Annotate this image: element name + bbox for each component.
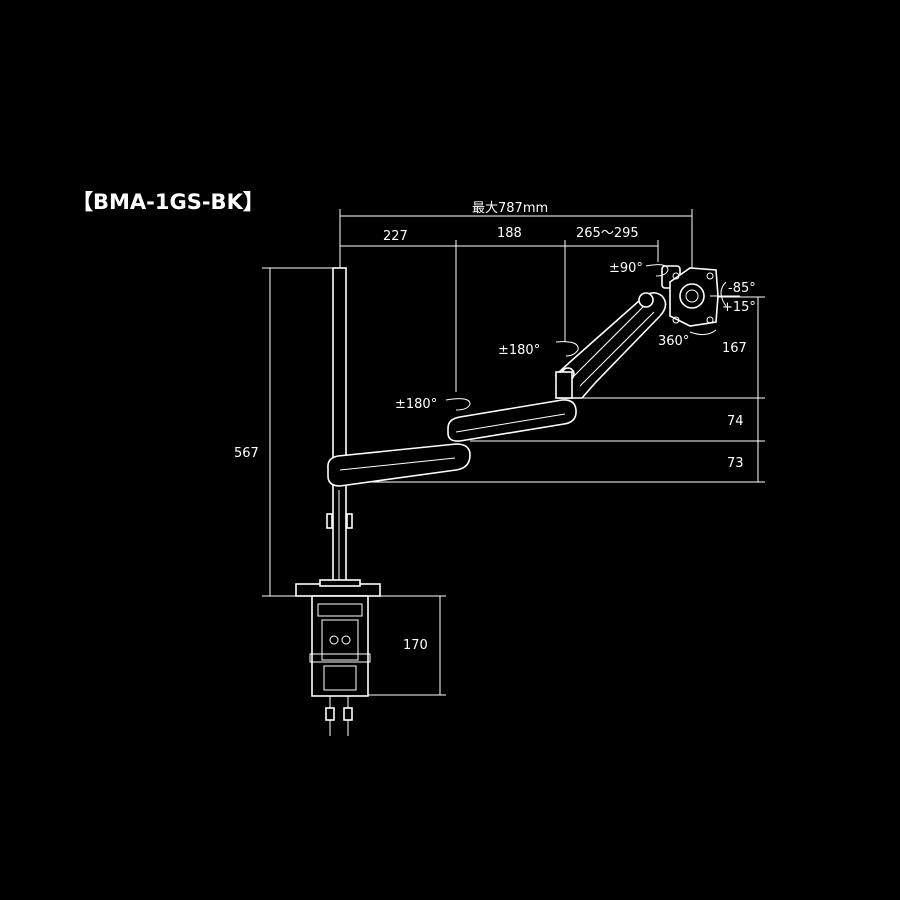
seg2-label: 188 [497, 226, 522, 241]
desk-clamp [295, 579, 381, 736]
rotate-label: 360° [658, 334, 689, 349]
rotation-arrows [445, 264, 727, 411]
clamp-dimension [365, 595, 446, 696]
middle-arm [447, 399, 577, 442]
height-73-label: 73 [727, 456, 744, 471]
lower-arm [327, 443, 471, 487]
top-dimension-lines [339, 209, 693, 392]
arm1-rotation-label: ±180° [395, 397, 437, 412]
max-reach-label: 最大787mm [472, 201, 548, 216]
clamp-170-label: 170 [403, 638, 428, 653]
gas-spring-arm [555, 292, 667, 399]
height-167-label: 167 [722, 341, 747, 356]
tilt-down-label: -85° [728, 281, 756, 296]
pole-height-label: 567 [234, 446, 259, 461]
seg3-label: 265～295 [576, 226, 639, 241]
product-title: 【BMA-1GS-BK】 [72, 190, 264, 214]
arm2-rotation-label: ±180° [498, 343, 540, 358]
pole-height-dimension [262, 267, 345, 597]
pole [326, 267, 353, 585]
seg1-label: 227 [383, 229, 408, 244]
tilt-up-label: +15° [722, 300, 756, 315]
height-74-label: 74 [727, 414, 744, 429]
vesa-head [661, 265, 740, 327]
head-pan-label: ±90° [609, 261, 643, 276]
right-dimension-lines [355, 296, 765, 483]
